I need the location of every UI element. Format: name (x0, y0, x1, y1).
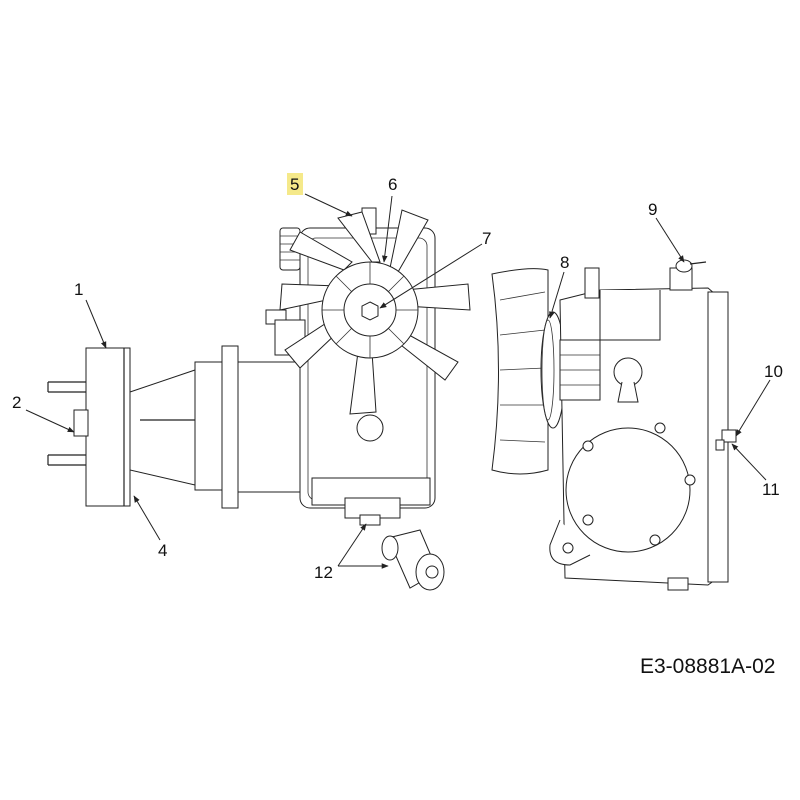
callout-6: 6 (388, 175, 397, 194)
callout-4: 4 (158, 541, 167, 560)
callout-9: 9 (648, 200, 657, 219)
callout-1: 1 (74, 280, 83, 299)
fitting-part-12 (381, 529, 445, 591)
callout-10: 10 (764, 362, 783, 381)
fan (279, 209, 471, 415)
callout-11: 11 (762, 480, 780, 499)
leader-lines (25, 193, 771, 569)
callout-2: 2 (12, 393, 21, 412)
transmission-housing (491, 259, 737, 591)
callouts: 1 2 4 5 6 7 8 9 10 11 12 (12, 173, 783, 582)
callout-5-highlight (287, 173, 303, 195)
callout-8: 8 (560, 253, 569, 272)
callout-5: 5 (290, 175, 299, 194)
callout-12: 12 (314, 563, 333, 582)
engine-with-fan (237, 207, 471, 591)
drive-assembly (47, 345, 239, 509)
reference-code: E3-08881A-02 (640, 655, 775, 678)
callout-7: 7 (482, 229, 491, 248)
